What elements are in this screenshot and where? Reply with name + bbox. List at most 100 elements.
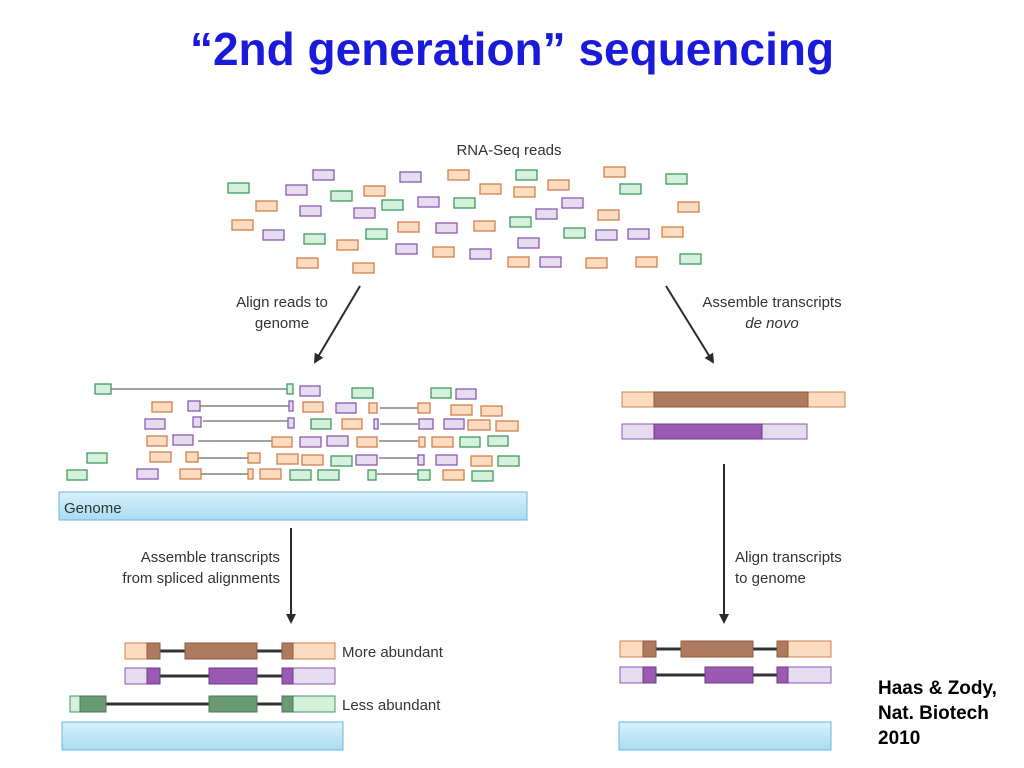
rna-seq-read <box>296 257 319 269</box>
rna-seq-read <box>679 253 702 265</box>
rna-seq-read <box>299 205 322 217</box>
rna-seq-read <box>479 183 502 195</box>
align-transcripts-label-line1: Align transcripts <box>735 549 842 566</box>
aligned-read <box>418 418 434 430</box>
aligned-read <box>335 402 357 414</box>
aligned-read <box>443 418 465 430</box>
assemble-spliced-label-line1: Assemble transcripts <box>141 549 280 566</box>
rna-seq-read <box>515 169 538 181</box>
assemble-spliced-label-line2: from spliced alignments <box>122 570 280 587</box>
rna-seq-read <box>255 200 278 212</box>
aligned-read <box>146 435 168 447</box>
rna-seq-read <box>262 229 285 241</box>
aligned-read <box>355 454 378 466</box>
aligned-read <box>299 436 322 448</box>
aligned-transcript-purple <box>619 666 832 684</box>
align-reads-arrow <box>313 285 361 364</box>
aligned-read <box>356 436 378 448</box>
rna-seq-read <box>469 248 492 260</box>
aligned-read <box>247 468 254 480</box>
rna-seq-read <box>381 199 404 211</box>
aligned-read <box>351 387 374 399</box>
align-reads-label-line2: genome <box>255 315 309 332</box>
aligned-read <box>288 400 294 412</box>
citation: Haas & Zody, Nat. Biotech 2010 <box>878 676 997 751</box>
rna-seq-read <box>597 209 620 221</box>
rna-seq-read <box>627 228 650 240</box>
denovo-transcript-purple <box>621 423 808 440</box>
aligned-read <box>450 404 473 416</box>
aligned-read <box>66 469 88 481</box>
aligned-read <box>487 435 509 447</box>
aligned-read <box>497 455 520 467</box>
rna-seq-read <box>535 208 558 220</box>
more-abundant-label: More abundant <box>342 644 444 661</box>
rna-seq-read <box>603 166 626 178</box>
aligned-read <box>442 469 465 481</box>
denovo-transcript-orange <box>621 391 846 408</box>
rna-seq-read <box>561 197 584 209</box>
rna-seq-read <box>397 221 420 233</box>
citation-line-2: Nat. Biotech <box>878 703 989 724</box>
rna-seq-read <box>447 169 470 181</box>
rna-seq-read <box>417 196 440 208</box>
aligned-reads <box>66 383 520 482</box>
genome-bar <box>58 491 528 521</box>
aligned-read <box>271 436 293 448</box>
rna-seq-read <box>330 190 353 202</box>
aligned-read <box>172 434 194 446</box>
rna-seq-read <box>363 185 386 197</box>
rna-seq-read <box>635 256 658 268</box>
aligned-read <box>430 387 452 399</box>
rna-seq-read <box>509 216 532 228</box>
transcript-more-abundant-purple <box>124 667 336 685</box>
aligned-read <box>367 469 377 481</box>
rna-seq-read <box>312 169 335 181</box>
align-transcripts-label-line2: to genome <box>735 570 806 587</box>
aligned-read <box>480 405 503 417</box>
rna-seq-read <box>336 239 359 251</box>
rna-seq-read <box>539 256 562 268</box>
aligned-read <box>467 419 491 431</box>
rna-seq-read <box>231 219 254 231</box>
rna-seq-read <box>585 257 608 269</box>
rna-seq-read <box>365 228 388 240</box>
rna-seq-read <box>399 171 422 183</box>
rna-seq-read <box>513 186 536 198</box>
rna-seq-read <box>352 262 375 274</box>
assemble-denovo-arrow <box>665 285 715 364</box>
assemble-denovo-label-line1: Assemble transcripts <box>702 294 841 311</box>
transcript-less-abundant-green <box>69 695 336 713</box>
aligned-read <box>286 383 294 395</box>
aligned-read <box>417 469 431 481</box>
aligned-read <box>431 436 454 448</box>
aligned-read <box>459 436 481 448</box>
aligned-read <box>287 417 295 429</box>
rna-seq-read <box>285 184 308 196</box>
aligned-transcript-orange <box>619 640 832 658</box>
rna-seq-reads-cloud <box>227 166 702 274</box>
aligned-read <box>470 455 493 467</box>
aligned-read <box>94 383 112 395</box>
citation-line-1: Haas & Zody, <box>878 678 997 699</box>
aligned-read <box>289 469 312 481</box>
rna-seq-read <box>432 246 455 258</box>
rna-seq-read <box>563 227 586 239</box>
rna-seq-read <box>677 201 700 213</box>
aligned-read <box>259 468 282 480</box>
aligned-read <box>301 454 324 466</box>
genome-bar-bottom-left <box>61 721 344 751</box>
rna-seq-read <box>435 222 458 234</box>
aligned-read <box>417 402 431 414</box>
rna-seq-read <box>353 207 376 219</box>
aligned-read <box>144 418 166 430</box>
rna-seq-read <box>665 173 688 185</box>
aligned-read <box>151 401 173 413</box>
aligned-read <box>317 469 340 481</box>
aligned-read <box>326 435 349 447</box>
aligned-read <box>276 453 299 465</box>
aligned-read <box>417 454 425 466</box>
aligned-read <box>185 451 199 463</box>
aligned-read <box>495 420 519 432</box>
rna-seq-read <box>303 233 326 245</box>
